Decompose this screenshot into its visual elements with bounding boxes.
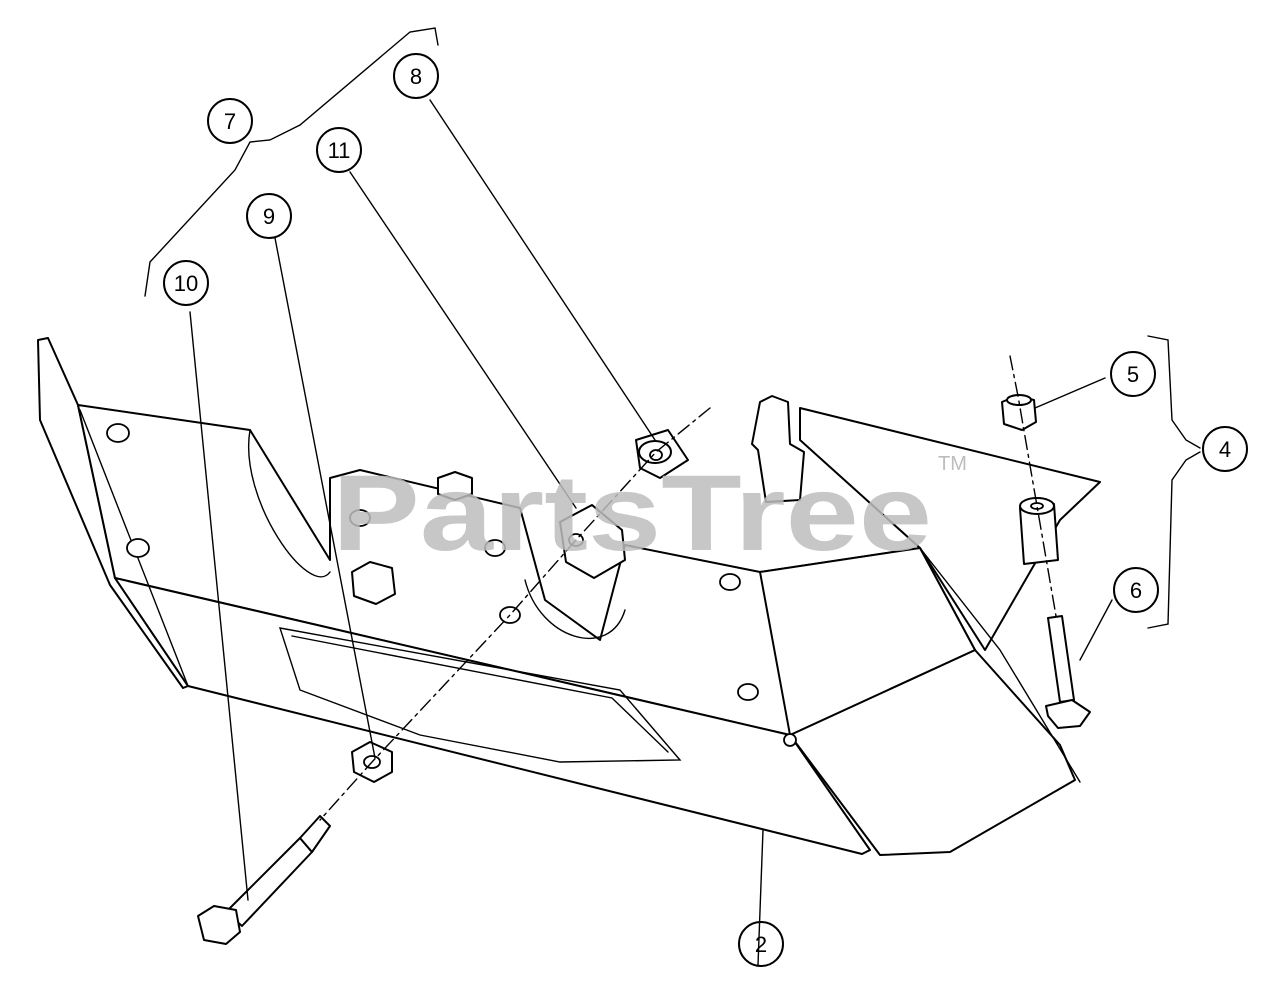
callout-6: 6 bbox=[1113, 567, 1159, 613]
callout-11: 11 bbox=[316, 127, 362, 173]
callout-label-8: 8 bbox=[410, 64, 422, 89]
callout-label-11: 11 bbox=[328, 138, 351, 163]
bracket-4 bbox=[1147, 335, 1201, 629]
callout-label-4: 4 bbox=[1219, 437, 1231, 462]
part-6-bolt bbox=[1045, 615, 1091, 729]
part-5-nut bbox=[1001, 394, 1037, 431]
watermark: PartsTree TM bbox=[332, 452, 967, 573]
callout-4: 4 bbox=[1202, 426, 1248, 472]
callout-label-5: 5 bbox=[1127, 362, 1139, 387]
leader-lines bbox=[189, 99, 1113, 966]
callout-9: 9 bbox=[246, 193, 292, 239]
callout-8: 8 bbox=[393, 53, 439, 99]
bracket-7 bbox=[144, 27, 439, 297]
callout-label-9: 9 bbox=[263, 204, 275, 229]
callout-2: 2 bbox=[738, 921, 784, 967]
callout-label-10: 10 bbox=[174, 271, 198, 296]
callout-7: 7 bbox=[207, 98, 253, 144]
callout-10: 10 bbox=[163, 260, 209, 306]
callout-5: 5 bbox=[1110, 351, 1156, 397]
watermark-text: PartsTree bbox=[332, 452, 932, 573]
assembly-lines bbox=[319, 355, 1057, 821]
callout-label-6: 6 bbox=[1130, 578, 1142, 603]
part-10-bolt bbox=[197, 815, 331, 945]
callout-label-7: 7 bbox=[224, 109, 236, 134]
callout-label-2: 2 bbox=[755, 932, 767, 957]
watermark-trademark: TM bbox=[938, 453, 967, 475]
part-4-spacer bbox=[1019, 497, 1059, 565]
skid-plate bbox=[37, 337, 1101, 856]
